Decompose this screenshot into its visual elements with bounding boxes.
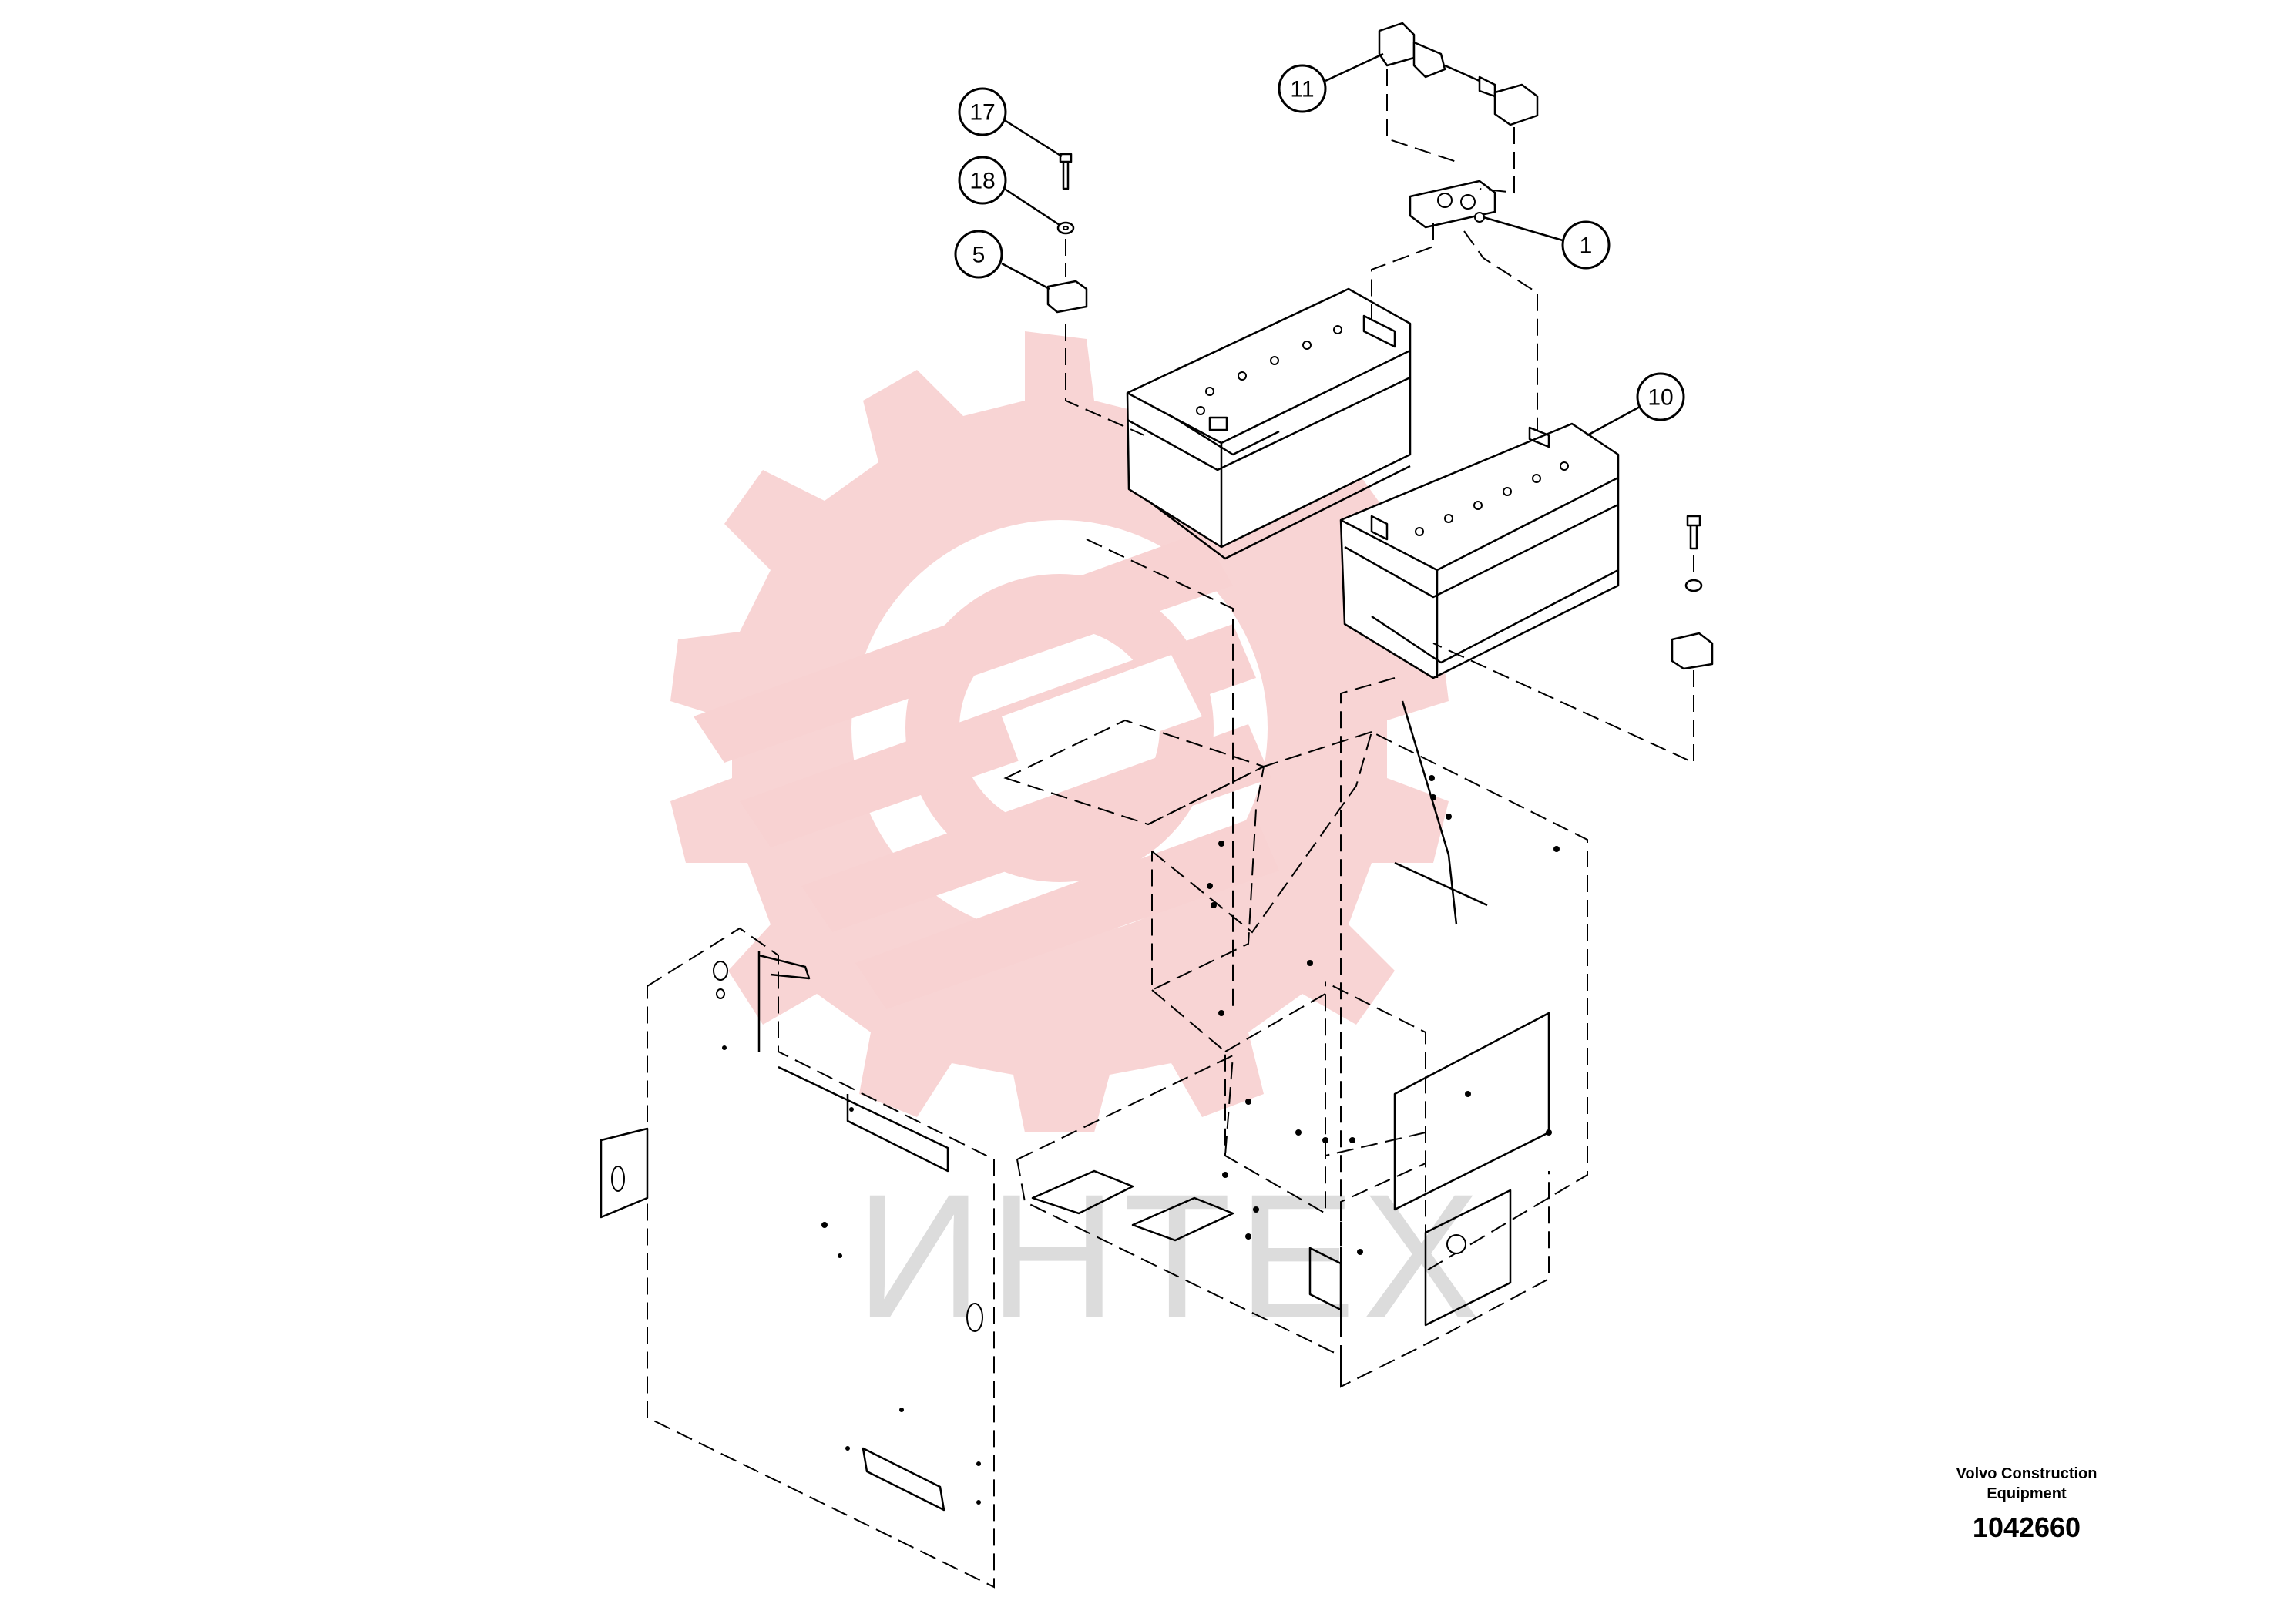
battery-tray-frame — [1003, 700, 1588, 1388]
washer-right — [1684, 579, 1703, 592]
drawing-number: 1042660 — [1972, 1512, 2081, 1543]
brand-block: Volvo Construction Equipment 1042660 — [1919, 1464, 2134, 1544]
callout-11-label: 11 — [1290, 77, 1314, 102]
callout-1-label: 1 — [1580, 233, 1593, 259]
bolt-right — [1686, 515, 1701, 550]
callout-10-label: 10 — [1647, 385, 1673, 411]
callout-18: 18 — [958, 156, 1060, 226]
brand-name: Volvo Construction Equipment — [1956, 1465, 2098, 1502]
bolt-left — [1059, 153, 1073, 190]
battery-lower — [1339, 422, 1620, 679]
callout-18-label: 18 — [969, 169, 995, 194]
clamp-right — [1671, 632, 1714, 670]
washer-left — [1056, 221, 1075, 235]
callout-5: 5 — [954, 230, 1050, 290]
battery-upper — [1126, 287, 1412, 560]
callout-1: 1 — [1483, 216, 1611, 270]
callout-10: 10 — [1587, 372, 1685, 437]
callout-5-label: 5 — [972, 243, 986, 268]
callout-17-label: 17 — [969, 100, 995, 126]
callout-17: 17 — [958, 87, 1063, 158]
callout-11: 11 — [1278, 52, 1384, 113]
watermark-text: ИНТЕХ — [855, 1157, 1486, 1355]
wrench-stripes — [694, 532, 1279, 1009]
terminal-bar — [1409, 180, 1496, 229]
cable-assembly — [1378, 22, 1539, 126]
clamp-left — [1046, 280, 1088, 314]
left-mounting-plate — [600, 927, 995, 1589]
